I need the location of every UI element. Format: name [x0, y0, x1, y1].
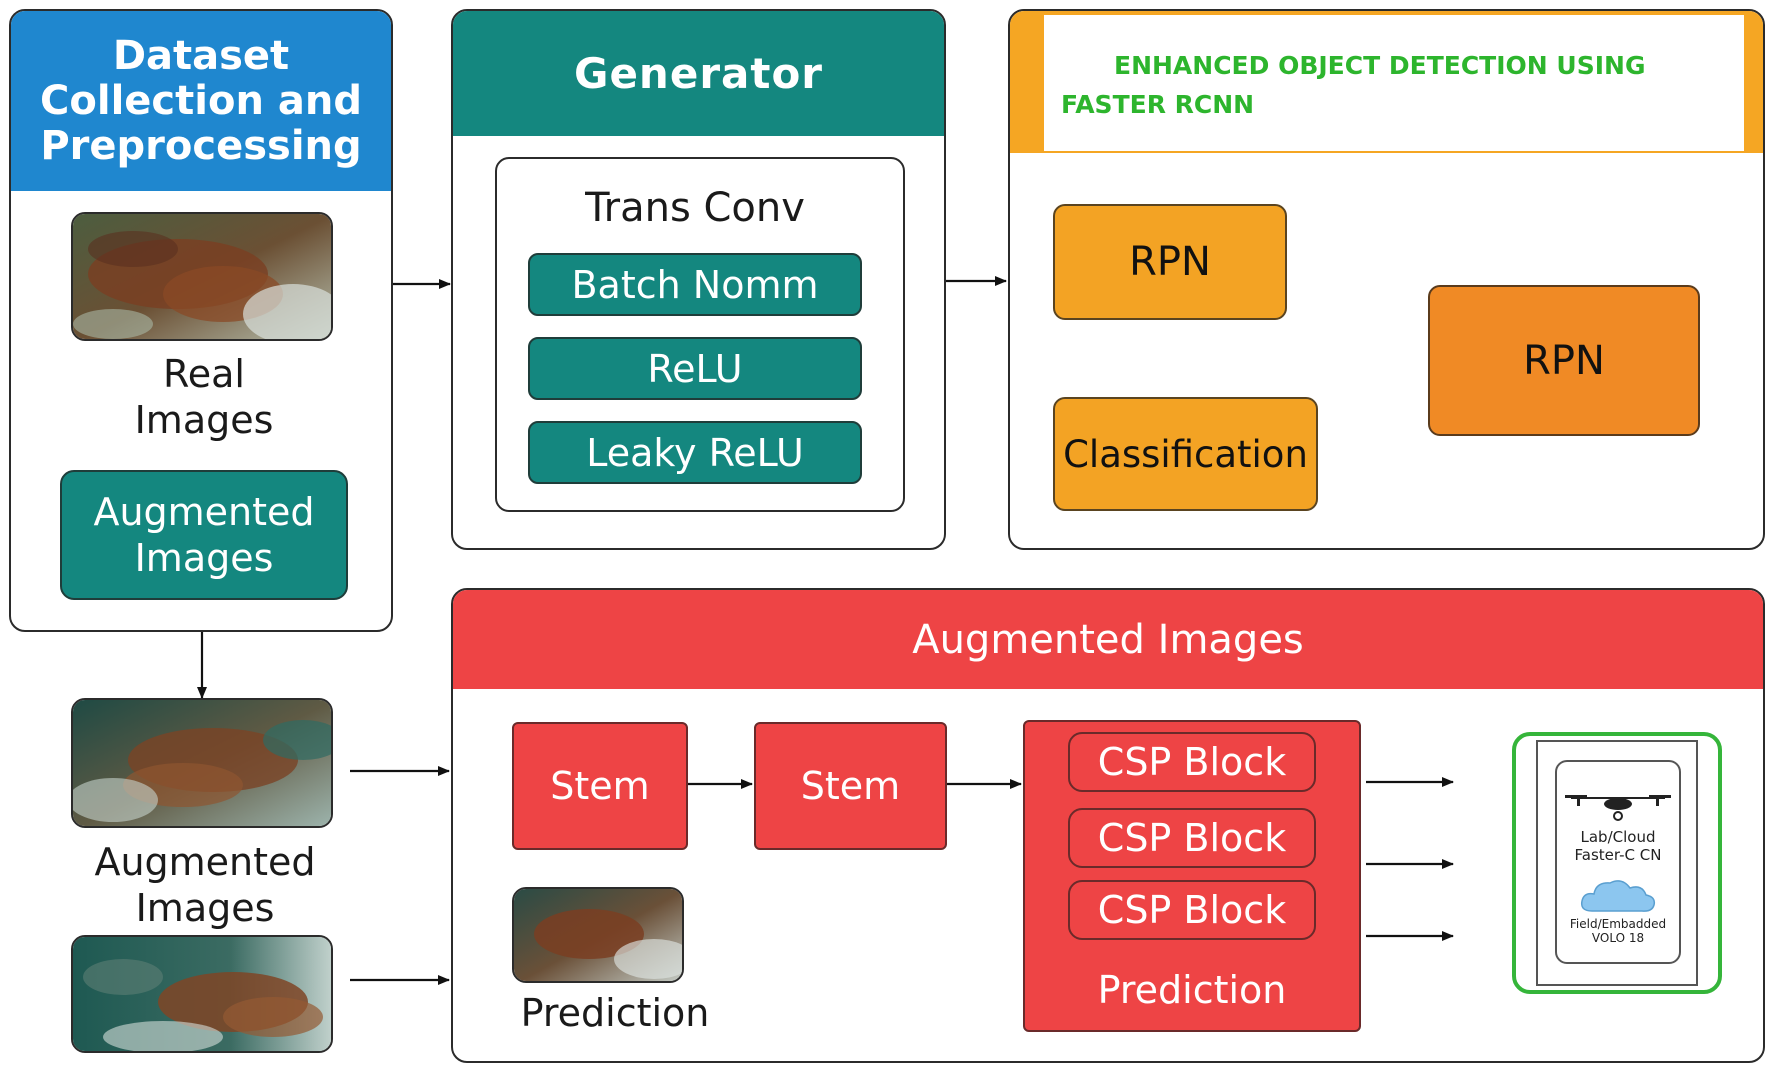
- stem-block-1: Stem: [512, 722, 688, 850]
- augmented-caption-line-2: Images: [135, 885, 275, 930]
- csp-block-1-label: CSP Block: [1097, 740, 1287, 784]
- detection-title-line-2: FASTER RCNN: [1061, 90, 1255, 119]
- drone-icon: [1565, 795, 1671, 821]
- real-image-photo: [71, 212, 333, 341]
- leaky-relu-label: Leaky ReLU: [586, 430, 804, 475]
- stem-block-2: Stem: [754, 722, 947, 850]
- augmented-photo-1: [71, 698, 333, 828]
- rpn-top-block: RPN: [1053, 204, 1287, 320]
- batch-norm-label: Batch Nomm: [571, 262, 819, 307]
- rpn-right-label: RPN: [1523, 337, 1605, 384]
- device-card-inner: [1555, 760, 1681, 964]
- csp-block-3: CSP Block: [1068, 880, 1316, 940]
- cloud-icon: [1580, 880, 1656, 912]
- detection-title-box: [1044, 15, 1744, 151]
- device-line-3: Field/Embadded: [1569, 917, 1667, 931]
- relu-label: ReLU: [647, 346, 743, 391]
- generator-title: Generator: [573, 49, 824, 98]
- augmented-images-box: Augmented Images: [60, 470, 348, 600]
- stem-1-label: Stem: [550, 764, 650, 808]
- classification-block: Classification: [1053, 397, 1318, 511]
- real-images-line-1: Real: [163, 352, 245, 396]
- device-line-2: Faster-C CN: [1574, 846, 1662, 864]
- rpn-top-label: RPN: [1129, 239, 1211, 285]
- csp-block-2: CSP Block: [1068, 808, 1316, 868]
- dataset-title-line-3: Preprocessing: [40, 122, 362, 169]
- augmented-photo-2: [71, 935, 333, 1053]
- augmented-box-line-1: Augmented: [93, 490, 315, 534]
- relu-block: ReLU: [528, 337, 862, 400]
- device-line-1: Lab/Cloud: [1580, 828, 1656, 846]
- augmented-red-header: Augmented Images: [453, 590, 1763, 689]
- device-line-4: VOLO 18: [1591, 931, 1645, 945]
- augmented-red-title: Augmented Images: [912, 616, 1304, 663]
- csp-block-2-label: CSP Block: [1097, 816, 1287, 860]
- dataset-title-line-2: Collection and: [40, 77, 362, 124]
- classification-label: Classification: [1063, 432, 1308, 476]
- leaky-relu-block: Leaky ReLU: [528, 421, 862, 484]
- augmented-box-line-2: Images: [134, 536, 274, 580]
- trans-conv-label: Trans Conv: [585, 184, 805, 231]
- detection-title-line-1: ENHANCED OBJECT DETECTION USING: [1114, 51, 1646, 80]
- generator-panel-header: Generator: [453, 11, 944, 136]
- dataset-title-line-1: Dataset: [112, 32, 290, 79]
- augmented-caption-line-1: Augmented: [94, 840, 316, 884]
- batch-norm-block: Batch Nomm: [528, 253, 862, 316]
- augmented-images-caption: Augmented Images: [60, 840, 350, 931]
- csp-block-3-label: CSP Block: [1097, 888, 1287, 932]
- stem-2-label: Stem: [800, 764, 901, 808]
- prediction-caption: Prediction: [520, 991, 710, 1035]
- dataset-panel-header: Dataset Collection and Preprocessing: [11, 11, 391, 191]
- csp-block-1: CSP Block: [1068, 732, 1316, 792]
- real-images-caption: Real Images: [104, 352, 304, 443]
- real-images-line-2: Images: [134, 397, 274, 442]
- rpn-right-block: RPN: [1428, 285, 1700, 436]
- csp-prediction-label: Prediction: [1097, 968, 1287, 1012]
- prediction-photo: [512, 887, 684, 983]
